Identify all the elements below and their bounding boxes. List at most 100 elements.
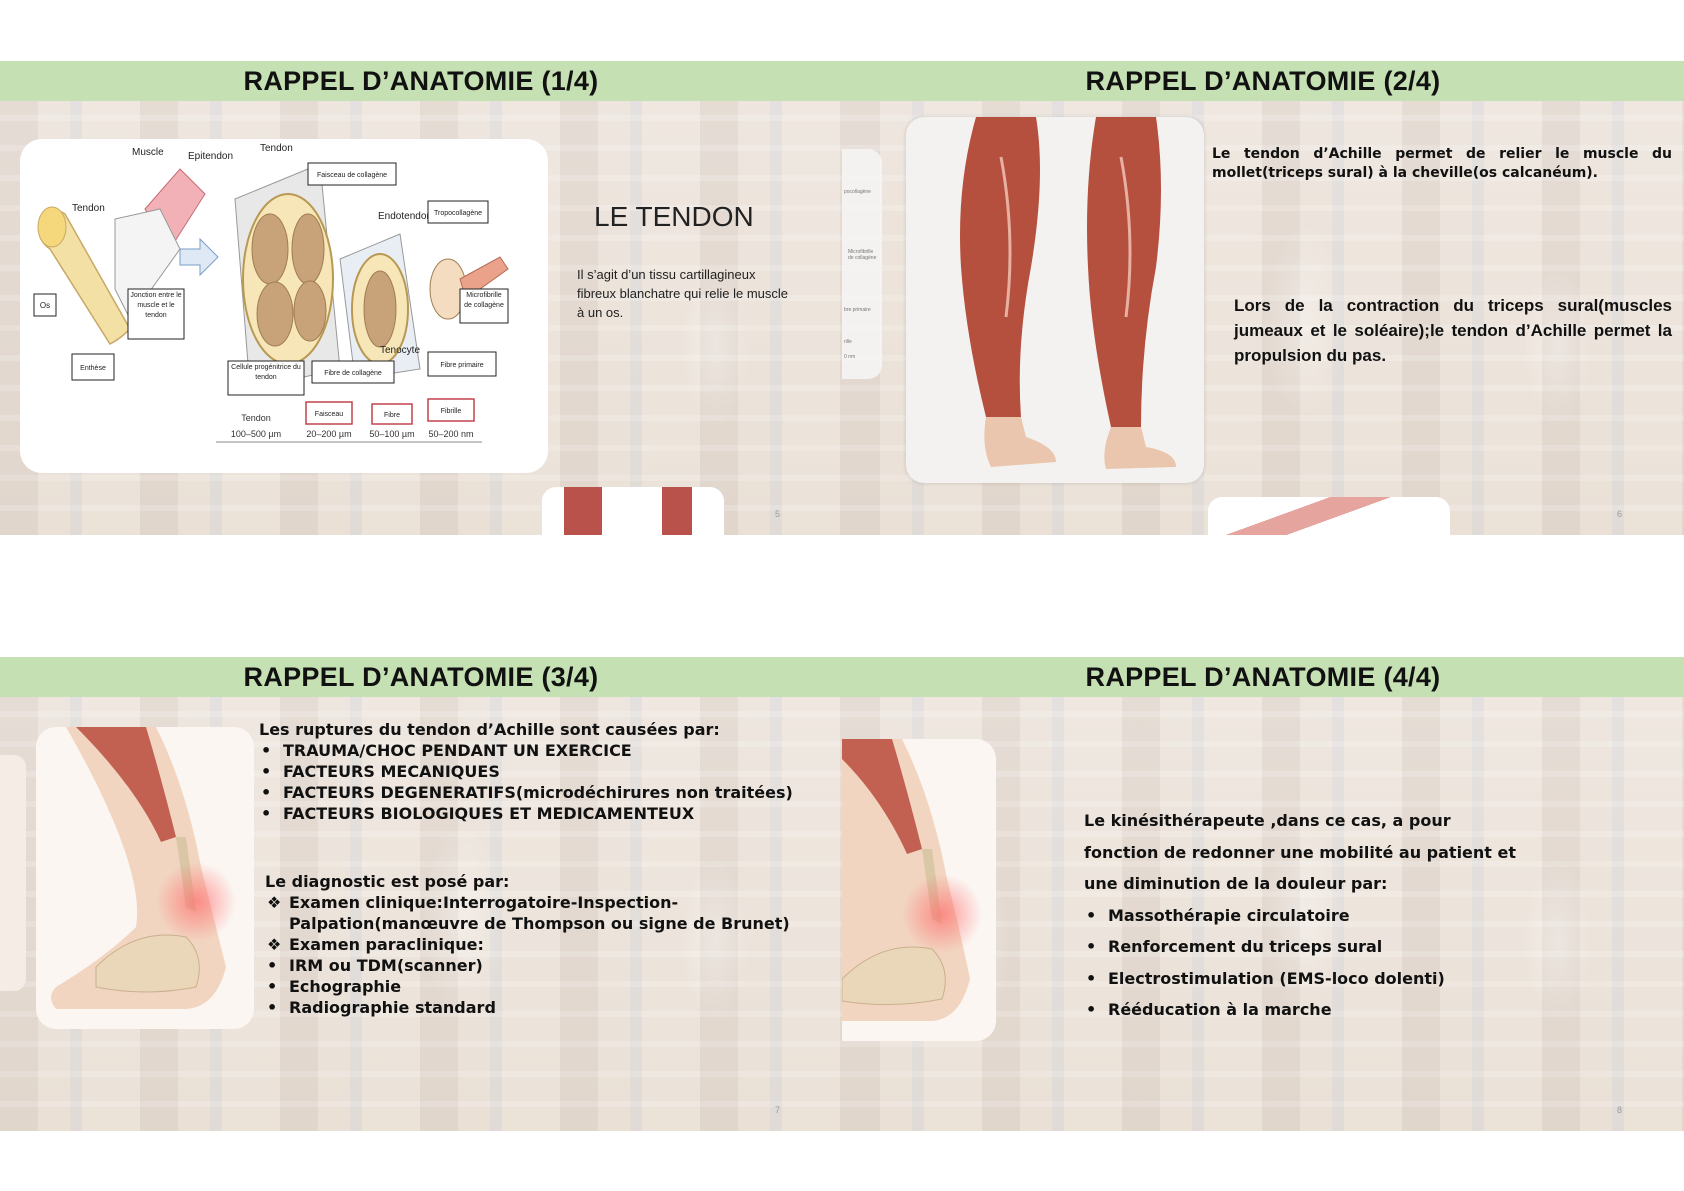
achilles-foot-image: [842, 739, 996, 1041]
label-tenocyte: Tenocyte: [380, 345, 420, 356]
kine-item-text: Rééducation à la marche: [1108, 1000, 1332, 1019]
bone-end: [37, 206, 67, 248]
bullet-diamond-icon: ❖: [267, 893, 282, 912]
tendon-cross-section: [242, 193, 334, 365]
kine-item-text: Renforcement du triceps sural: [1108, 937, 1383, 956]
diagnostic-paraclinique-text: Examen paraclinique:: [289, 935, 484, 954]
faded-image-edge: [0, 755, 26, 991]
box-cellule: [227, 360, 305, 396]
bullet-dot-icon: •: [1086, 1000, 1097, 1019]
cause-text: FACTEURS MECANIQUES: [283, 762, 500, 781]
fibre-bundle: [363, 270, 397, 348]
bullet-dot-icon: •: [261, 783, 272, 802]
diagnostic-clinique-text: Examen clinique:Interrogatoire-Inspectio…: [289, 893, 790, 933]
pain-highlight: [902, 874, 982, 954]
achilles-foot-svg: [51, 727, 236, 1009]
paraclinique-item: •Echographie: [265, 976, 825, 997]
slide-title-bar: RAPPEL D’ANATOMIE (3/4): [0, 657, 842, 697]
calf-muscle: [76, 727, 176, 842]
tendon-definition: Il s’agit d’un tissu cartillagineux fibr…: [577, 267, 788, 320]
label-microfibrille: Microfibrille de collagène: [464, 292, 504, 309]
calf-muscles-image: [906, 117, 1204, 483]
box-os: [33, 293, 57, 317]
diagnostic-list: ❖ Examen clinique:Interrogatoire-Inspecti…: [265, 892, 825, 1018]
right-foot: [1104, 427, 1176, 469]
left-foot: [984, 417, 1056, 467]
scale-label-tendon: Tendon: [241, 413, 271, 423]
tendon-structure-diagram: Muscle Epitendon Tendon Tendon Faisceau …: [20, 139, 548, 473]
paraclinique-item: •IRM ou TDM(scanner): [265, 955, 825, 976]
label-fibre-collagene: Fibre de collagène: [324, 370, 382, 377]
box-faisceau-collagene: [307, 162, 397, 186]
achilles-foot-image: [36, 727, 254, 1029]
label-endotendon: Endotendon: [378, 211, 432, 222]
label-muscle: Muscle: [132, 147, 164, 158]
slide-title-bar: RAPPEL D’ANATOMIE (2/4): [842, 61, 1684, 101]
label-epitendon: Epitendon: [188, 151, 233, 162]
scale-value-fibrille: 50–200 nm: [428, 429, 473, 439]
slide-number: 6: [1616, 509, 1622, 519]
scale-value-faisceau: 20–200 µm: [306, 429, 351, 439]
slide-title-bar: RAPPEL D’ANATOMIE (1/4): [0, 61, 842, 101]
calf-muscles-svg: [960, 117, 1176, 469]
edge-label-5: 0 nm: [844, 354, 856, 360]
fascicle-2: [291, 213, 325, 285]
label-tendon-left: Tendon: [72, 203, 105, 214]
label-cellule: Cellule progénitrice du tendon: [231, 364, 301, 381]
cause-text: TRAUMA/CHOC PENDANT UN EXERCICE: [283, 741, 632, 760]
fascicle-4: [293, 280, 327, 342]
jonction-text-wrap: Jonction entre le muscle et le tendon: [130, 292, 182, 319]
slide-title-bar: RAPPEL D’ANATOMIE (4/4): [842, 657, 1684, 697]
bullet-dot-icon: •: [1086, 905, 1097, 925]
foot-bones: [842, 946, 946, 1006]
bullet-dot-icon: •: [1086, 937, 1097, 956]
cellule-text-wrap: Cellule progénitrice du tendon: [231, 364, 301, 381]
bullet-dot-icon: •: [267, 956, 278, 975]
tendon-heading: LE TENDON: [594, 201, 754, 232]
calf-muscle: [842, 739, 922, 854]
scale-label-faisceau: Faisceau: [315, 411, 344, 418]
leg-image-thumbnail: [542, 487, 724, 535]
slide-4: RAPPEL D’ANATOMIE (4/4) Le kinésithérape…: [842, 657, 1684, 1131]
pain-highlight: [156, 862, 236, 942]
kine-item: • Massothérapie circulatoire: [1084, 900, 1664, 932]
kine-intro-line: Le kinésithérapeute ,dans ce cas, a pour: [1084, 811, 1451, 830]
causes-list: • TRAUMA/CHOC PENDANT UN EXERCICE • FACTEU…: [259, 740, 842, 824]
microfibrille-text-wrap: Microfibrille de collagène: [464, 292, 504, 309]
left-calf: [960, 117, 1040, 417]
kine-item-text: Massothérapie circulatoire: [1108, 905, 1350, 925]
cause-text: FACTEURS DEGENERATIFS(microdéchirures no…: [283, 783, 793, 802]
edge-label-3: bre primaire: [844, 307, 871, 313]
label-jonction: Jonction entre le muscle et le tendon: [130, 292, 182, 319]
box-enthese: [71, 353, 115, 381]
slide-2: RAPPEL D’ANATOMIE (2/4) pocollagène Micr…: [842, 61, 1684, 535]
faded-diagram-edge: pocollagène Microfibrille de collagène b…: [842, 149, 882, 379]
diagnostic-item: ❖ Examen clinique:Interrogatoire-Inspecti…: [265, 892, 825, 934]
causes-section: Les ruptures du tendon d’Achille sont ca…: [259, 719, 842, 824]
kine-item: • Renforcement du triceps sural: [1084, 931, 1664, 963]
edge-label-1: pocollagène: [844, 189, 871, 195]
diagnostic-intro: Le diagnostic est posé par:: [265, 872, 510, 891]
contraction-text: Lors de la contraction du triceps sural(…: [1234, 296, 1672, 365]
bullet-diamond-icon: ❖: [267, 935, 282, 954]
foot-bones: [95, 934, 200, 993]
right-calf-highlight: [1119, 156, 1132, 318]
bullet-dot-icon: •: [261, 804, 272, 823]
bullet-dot-icon: •: [267, 998, 278, 1017]
cause-item: • FACTEURS BIOLOGIQUES ET MEDICAMENTEUX: [259, 803, 842, 824]
cause-item: • FACTEURS DEGENERATIFS(microdéchirures n…: [259, 782, 842, 803]
kine-intro-line: fonction de redonner une mobilité au pat…: [1084, 842, 1517, 862]
label-fibre-primaire: Fibre primaire: [440, 362, 483, 369]
scale-label-fibrille: Fibrille: [441, 408, 462, 415]
bullet-dot-icon: •: [261, 741, 272, 760]
box-tropocollagene: [427, 200, 489, 224]
fascicle-1: [251, 213, 289, 285]
cause-text: FACTEURS BIOLOGIQUES ET MEDICAMENTEUX: [283, 804, 695, 823]
edge-label-2: Microfibrille de collagène: [848, 249, 877, 261]
slide-1: RAPPEL D’ANATOMIE (1/4) Muscle: [0, 61, 842, 535]
label-tendon-top: Tendon: [260, 143, 293, 154]
box-microfibrille: [459, 288, 509, 324]
scale-value-tendon: 100–500 µm: [231, 429, 281, 439]
slide-number: 7: [774, 1105, 780, 1115]
tendon-diagram-svg: Muscle Epitendon Tendon Tendon Faisceau …: [33, 143, 509, 443]
